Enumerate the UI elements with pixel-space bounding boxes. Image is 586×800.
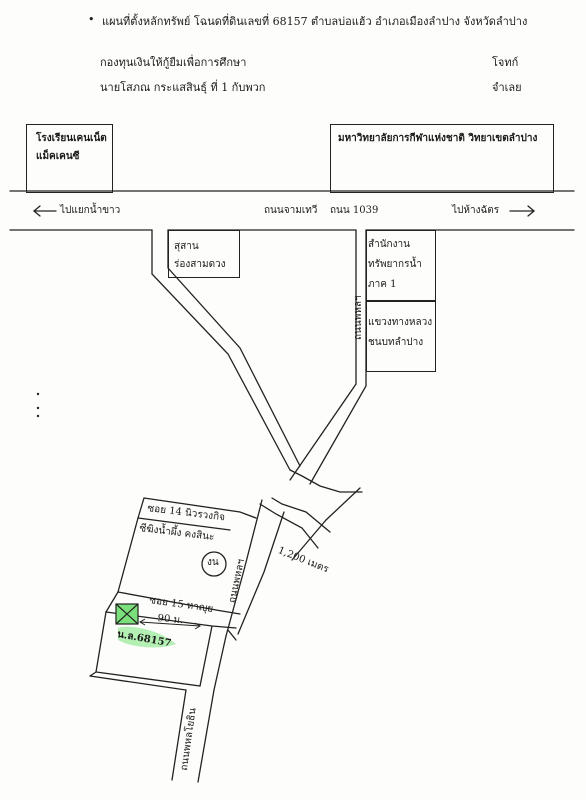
plaintiff-role: โจทก์ <box>492 56 519 69</box>
main-road-number-label: ถนน 1039 <box>330 205 379 216</box>
school-label-line2: แม็คเคนซี <box>36 151 80 162</box>
right-arrow-head <box>527 205 536 217</box>
lower-road-left <box>225 499 263 637</box>
parcel-marker-cross-b <box>115 603 139 625</box>
main-road-name-label: ถนนจามเทวี <box>264 205 318 216</box>
left-direction-label: ไปแยกน้ำขาว <box>60 205 121 216</box>
water-office-line3: ภาค 1 <box>368 279 397 290</box>
defendant-role: จำเลย <box>492 81 522 94</box>
highway-office-box <box>366 300 436 372</box>
right-spur <box>291 519 327 561</box>
soi14-end <box>137 497 145 519</box>
distance-arrow-left <box>139 618 146 626</box>
soi14-circle-mark <box>201 551 227 577</box>
water-office-box <box>366 230 436 302</box>
parcel-marker <box>115 603 139 625</box>
junction-branch-upper <box>271 497 331 533</box>
plaintiff-name: กองทุนเงินให้กู้ยืมเพื่อการศึกษา <box>100 56 247 69</box>
bottom-road-right <box>197 635 227 783</box>
margin-dot-2 <box>36 406 40 410</box>
lower-road-right <box>237 511 285 635</box>
cemetery-label-line1: สุสาน <box>174 241 199 252</box>
bottom-road-left <box>89 675 187 781</box>
school-label-line1: โรงเรียนเคนเน็ต <box>36 133 107 144</box>
defendant-name: นายโสภณ กระแสสินธุ์ ที่ 1 กับพวก <box>100 81 266 94</box>
soi15-top-edge <box>117 591 241 615</box>
soi14-top-edge <box>143 497 257 519</box>
distance-arrow-right <box>194 622 201 630</box>
bullet-mark: • <box>88 13 95 26</box>
junction-arm-right <box>325 487 361 521</box>
distance-dimension-line <box>139 621 201 627</box>
soi14-bottom-edge <box>137 517 231 531</box>
soi15-distance-label: 90 ม. <box>157 613 184 627</box>
right-road-outer <box>289 229 357 481</box>
cemetery-label-line2: ร่องสามดวง <box>174 259 226 270</box>
right-direction-label: ไปห้างฉัตร <box>452 205 500 216</box>
margin-dot-1 <box>36 392 40 396</box>
water-office-line2: ทรัพยากรน้ำ <box>368 259 422 270</box>
soi15-end <box>105 591 119 613</box>
water-office-line1: สำนักงาน <box>368 239 410 250</box>
deed-highlight <box>118 626 176 648</box>
margin-dot-3 <box>36 414 40 418</box>
lower-road-mark <box>227 629 237 641</box>
school-box <box>26 124 113 193</box>
right-road-inner <box>309 229 367 485</box>
cemetery-box <box>168 230 240 278</box>
junction-branch-lower <box>259 503 319 549</box>
land-parcel <box>95 611 213 687</box>
highway-office-line1: แขวงทางหลวง <box>368 317 433 328</box>
soi14-circle-label: งน <box>207 557 219 568</box>
side-road-upper-label: ถนนพหลฯ <box>353 295 364 340</box>
page-title: แผนที่ตั้งหลักทรัพย์ โฉนดที่ดินเลขที่ 68… <box>102 15 528 28</box>
soi14-left-edge <box>117 517 139 593</box>
university-box <box>330 124 554 193</box>
left-road-outer <box>151 229 291 471</box>
parcel-corner <box>89 671 97 677</box>
junction-top <box>289 469 363 493</box>
university-label: มหาวิทยาลัยการกีฬาแห่งชาติ วิทยาเขตลำปาง <box>338 133 538 144</box>
left-arrow-head <box>32 205 41 217</box>
highway-office-line2: ชนบทลำปาง <box>368 337 424 348</box>
